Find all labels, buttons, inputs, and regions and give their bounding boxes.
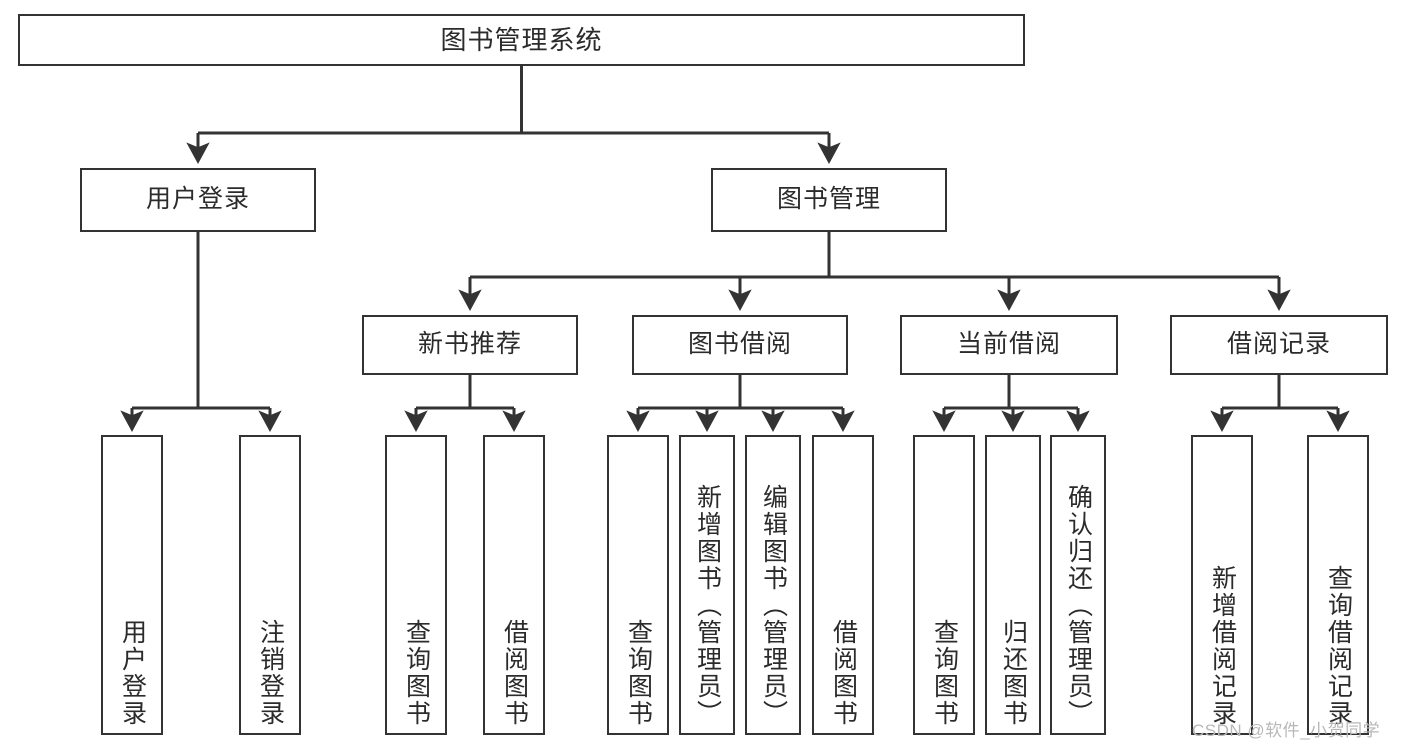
node-leaf-logout[interactable]: 注销登录: [239, 435, 301, 735]
node-level2-book-management[interactable]: 图书管理: [711, 168, 947, 232]
leaf-label: 编辑图书（管理员）: [759, 484, 788, 727]
leaf-label: 归还图书: [999, 619, 1028, 727]
leaf-label: 查询图书: [930, 619, 959, 727]
leaf-label: 查询图书: [624, 619, 653, 727]
leaf-label: 注销登录: [256, 619, 285, 727]
node-leaf-user-login[interactable]: 用户登录: [101, 435, 163, 735]
node-level3-current-borrow[interactable]: 当前借阅: [900, 315, 1118, 375]
node-leaf-query-book-current[interactable]: 查询图书: [913, 435, 975, 735]
leaf-label: 新增借阅记录: [1208, 565, 1237, 727]
node-leaf-add-book-admin[interactable]: 新增图书（管理员）: [679, 435, 735, 735]
leaf-label: 查询借阅记录: [1324, 565, 1353, 727]
node-level3-book-borrow[interactable]: 图书借阅: [632, 315, 848, 375]
node-leaf-query-book-recommend[interactable]: 查询图书: [385, 435, 447, 735]
node-level2-user-login[interactable]: 用户登录: [80, 168, 316, 232]
node-leaf-edit-book-admin[interactable]: 编辑图书（管理员）: [745, 435, 801, 735]
node-leaf-add-borrow-record[interactable]: 新增借阅记录: [1191, 435, 1253, 735]
leaf-label: 借阅图书: [500, 619, 529, 727]
node-leaf-borrow-book-recommend[interactable]: 借阅图书: [483, 435, 545, 735]
node-level3-borrow-record[interactable]: 借阅记录: [1170, 315, 1388, 375]
node-leaf-query-book-borrow[interactable]: 查询图书: [607, 435, 669, 735]
leaf-label: 新增图书（管理员）: [693, 484, 722, 727]
node-level3-new-book-recommend[interactable]: 新书推荐: [362, 315, 578, 375]
node-leaf-return-book[interactable]: 归还图书: [985, 435, 1041, 735]
csdn-watermark: CSDN @软件_小贺同学: [1192, 721, 1381, 740]
node-leaf-borrow-book[interactable]: 借阅图书: [812, 435, 874, 735]
node-root[interactable]: 图书管理系统: [18, 14, 1025, 66]
leaf-label: 借阅图书: [829, 619, 858, 727]
node-leaf-query-borrow-record[interactable]: 查询借阅记录: [1307, 435, 1369, 735]
leaf-label: 用户登录: [118, 619, 147, 727]
leaf-label: 确认归还（管理员）: [1064, 484, 1093, 727]
leaf-label: 查询图书: [402, 619, 431, 727]
node-leaf-confirm-return-admin[interactable]: 确认归还（管理员）: [1050, 435, 1106, 735]
